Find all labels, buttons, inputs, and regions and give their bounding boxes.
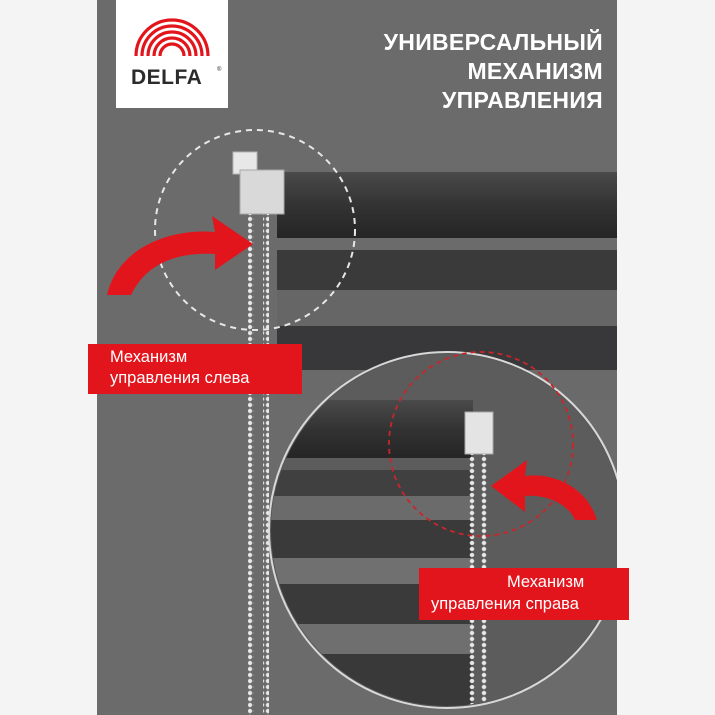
curved-arrow-right-icon — [491, 460, 597, 520]
callout-line: управления справа — [431, 595, 579, 613]
callout-right-mechanism: Механизм управления справа — [419, 568, 629, 620]
logo-card — [116, 0, 228, 108]
title-line: УПРАВЛЕНИЯ — [442, 87, 603, 113]
mechanism-housing — [239, 169, 285, 215]
bead-chain — [263, 214, 269, 715]
blind-left-view — [154, 129, 617, 715]
title-line: МЕХАНИЗМ — [467, 58, 603, 84]
photo-panel — [97, 0, 617, 715]
mechanism-housing — [464, 411, 494, 455]
curved-arrow-left-icon — [107, 216, 253, 295]
blind-sheer — [277, 290, 617, 326]
zoom-circle-left — [154, 129, 356, 331]
roller-tube — [277, 172, 617, 238]
blind-stripe — [277, 250, 617, 290]
bead-chain — [248, 214, 254, 715]
registered-mark: ® — [217, 67, 222, 73]
brand-wordmark: DELFA — [131, 66, 203, 89]
callout-line: Механизм — [507, 573, 585, 591]
callout-line: управления слева — [110, 369, 250, 387]
callout-line: Механизм — [110, 348, 188, 366]
blind-scene — [97, 0, 617, 715]
title-line: УНИВЕРСАЛЬНЫЙ — [383, 29, 603, 55]
arch-logo-icon — [134, 18, 210, 57]
page-title: УНИВЕРСАЛЬНЫЙ МЕХАНИЗМ УПРАВЛЕНИЯ — [384, 28, 603, 115]
callout-left-mechanism: Механизм управления слева — [88, 344, 302, 394]
blind-right-inset — [268, 351, 617, 709]
zoom-circle-right — [388, 351, 574, 537]
